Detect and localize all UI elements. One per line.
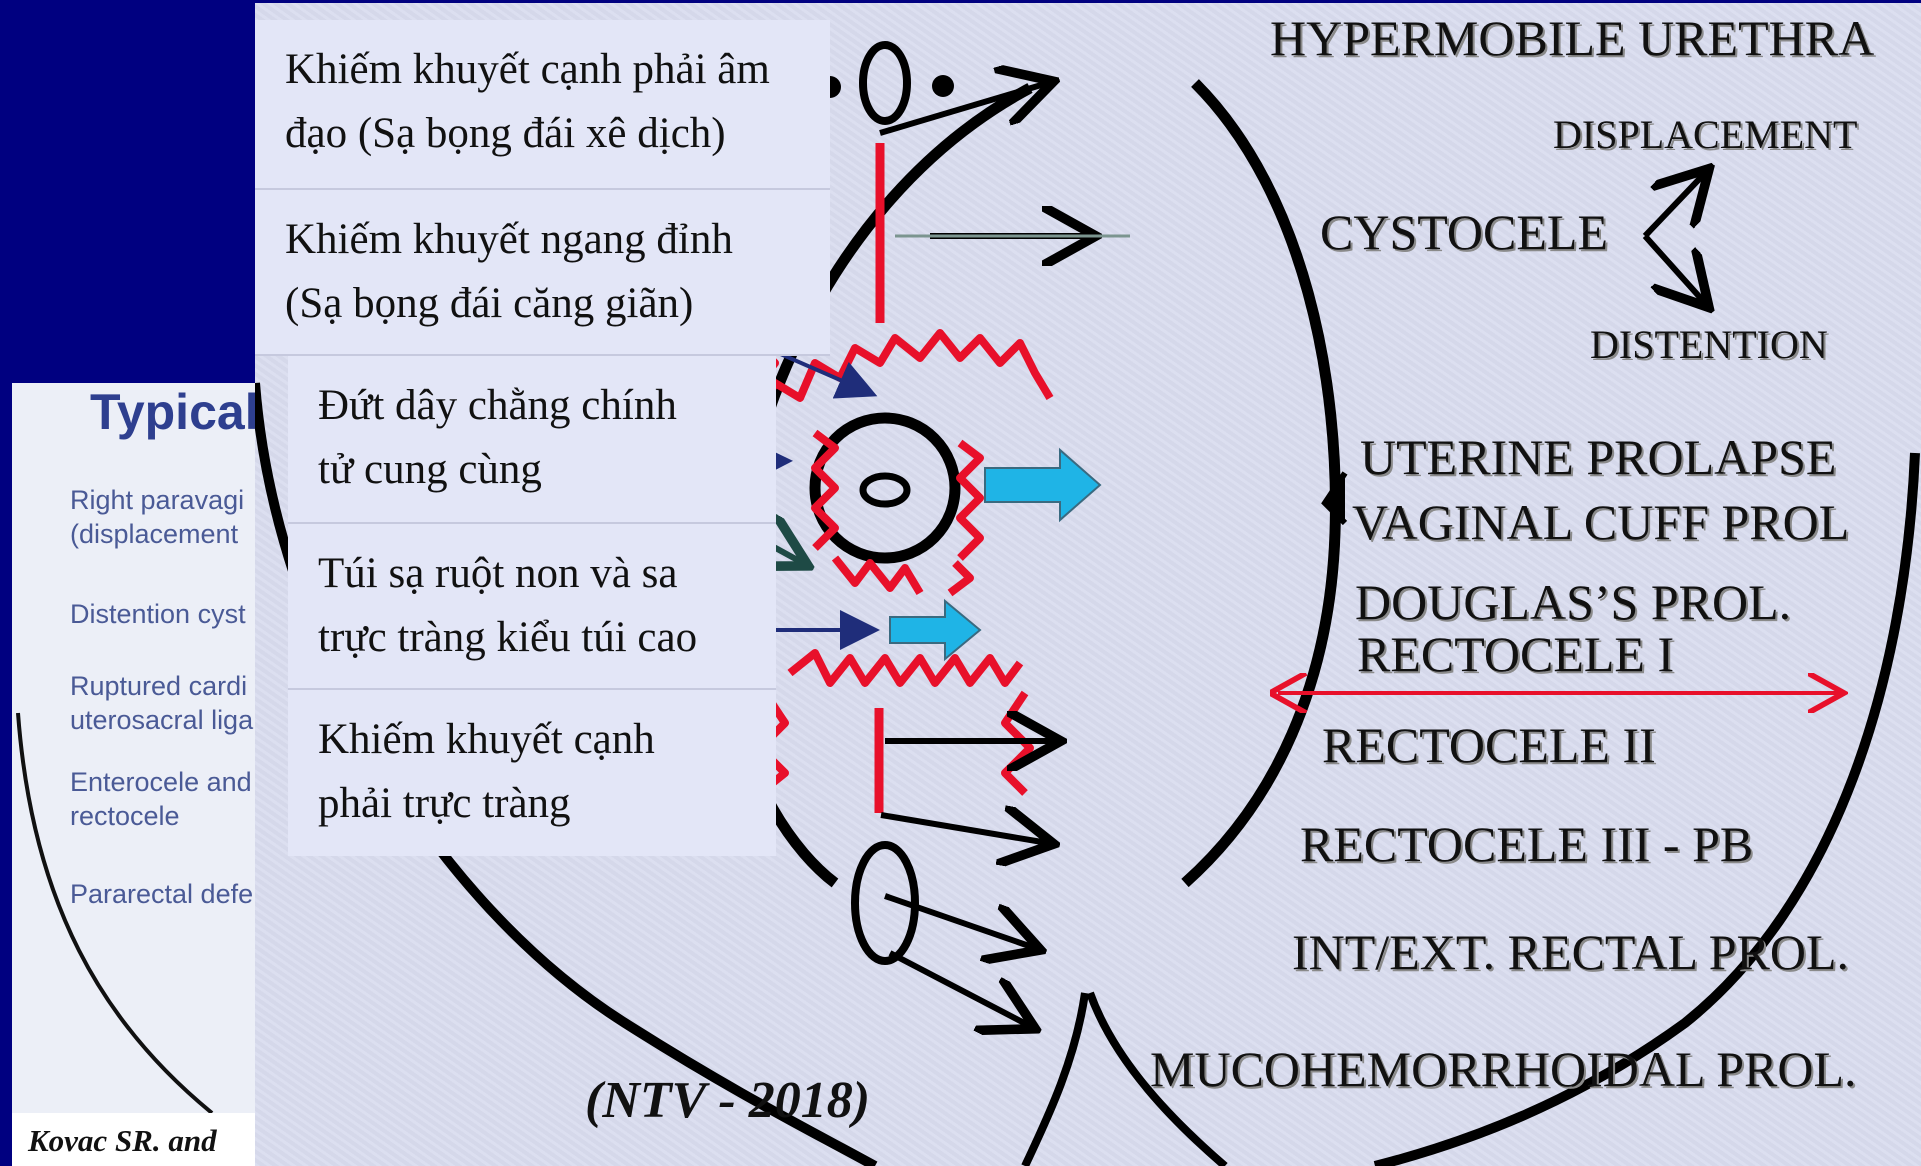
label-pararectal-defect: Khiếm khuyết cạnh phải trực tràng <box>288 690 776 856</box>
background-slide-row: Ruptured cardi <box>70 669 247 703</box>
label-rectal-prolapse: INT/EXT. RECTAL PROL. <box>1292 923 1849 981</box>
label-transverse-apical-defect: Khiếm khuyết ngang đỉnh (Sạ bọng đái căn… <box>255 190 830 356</box>
label-line: Đứt dây chằng chính <box>318 374 677 438</box>
label-line: đạo (Sạ bọng đái xê dịch) <box>285 102 726 166</box>
cyan-arrows <box>890 450 1100 659</box>
citation-text: Kovac SR. and <box>28 1123 217 1159</box>
label-line: Túi sạ ruột non và sa <box>318 542 677 606</box>
label-right-paravaginal-defect: Khiếm khuyết cạnh phải âm đạo (Sạ bọng đ… <box>255 20 830 190</box>
label-rectocele-3: RECTOCELE III - PB <box>1300 815 1753 873</box>
label-rectocele-1: RECTOCELE I <box>1357 625 1674 683</box>
label-douglas-prolapse: DOUGLAS’S PROL. <box>1355 573 1791 631</box>
background-slide-row: Enterocele and <box>70 765 252 799</box>
label-vaginal-cuff-prolapse: VAGINAL CUFF PROL <box>1352 493 1849 551</box>
background-slide-row: Right paravagi <box>70 483 244 517</box>
label-line: tử cung cùng <box>318 438 542 502</box>
citation-box: Kovac SR. and <box>12 1113 262 1166</box>
label-enterocele-rectocele: Túi sạ ruột non và sa trực tràng kiểu tú… <box>288 524 776 690</box>
label-line: (Sạ bọng đái căng giãn) <box>285 272 693 336</box>
urethra-opening <box>863 45 907 121</box>
label-line: trực tràng kiểu túi cao <box>318 606 697 670</box>
label-line: Khiếm khuyết ngang đỉnh <box>285 208 733 272</box>
label-ruptured-ligaments: Đứt dây chằng chính tử cung cùng <box>288 356 776 524</box>
label-line: phải trực tràng <box>318 772 571 836</box>
label-hypermobile-urethra: HYPERMOBILE URETHRA <box>1270 9 1874 67</box>
author-credit: (NTV - 2018) <box>585 1071 870 1130</box>
label-distention: DISTENTION <box>1590 321 1828 368</box>
background-slide-row: (displacement <box>70 517 238 551</box>
background-slide-title: Typical p <box>90 383 262 441</box>
label-line: Khiếm khuyết cạnh phải âm <box>285 38 770 102</box>
label-mucohemorrhoidal-prolapse: MUCOHEMORRHOIDAL PROL. <box>1150 1040 1857 1098</box>
label-displacement: DISPLACEMENT <box>1553 111 1857 158</box>
label-cystocele: CYSTOCELE <box>1320 203 1608 261</box>
label-uterine-prolapse: UTERINE PROLAPSE <box>1360 428 1836 486</box>
background-slide-row: rectocele <box>70 799 180 833</box>
background-slide-row: uterosacral liga <box>70 703 253 737</box>
label-rectocele-2: RECTOCELE II <box>1322 716 1656 774</box>
diagram-panel: Khiếm khuyết cạnh phải âm đạo (Sạ bọng đ… <box>255 3 1921 1166</box>
background-slide-row: Distention cyst <box>70 597 246 631</box>
label-line: Khiếm khuyết cạnh <box>318 708 655 772</box>
background-slide: Typical p Right paravagi (displacement D… <box>12 383 262 1113</box>
background-slide-row: Pararectal defe <box>70 877 253 911</box>
